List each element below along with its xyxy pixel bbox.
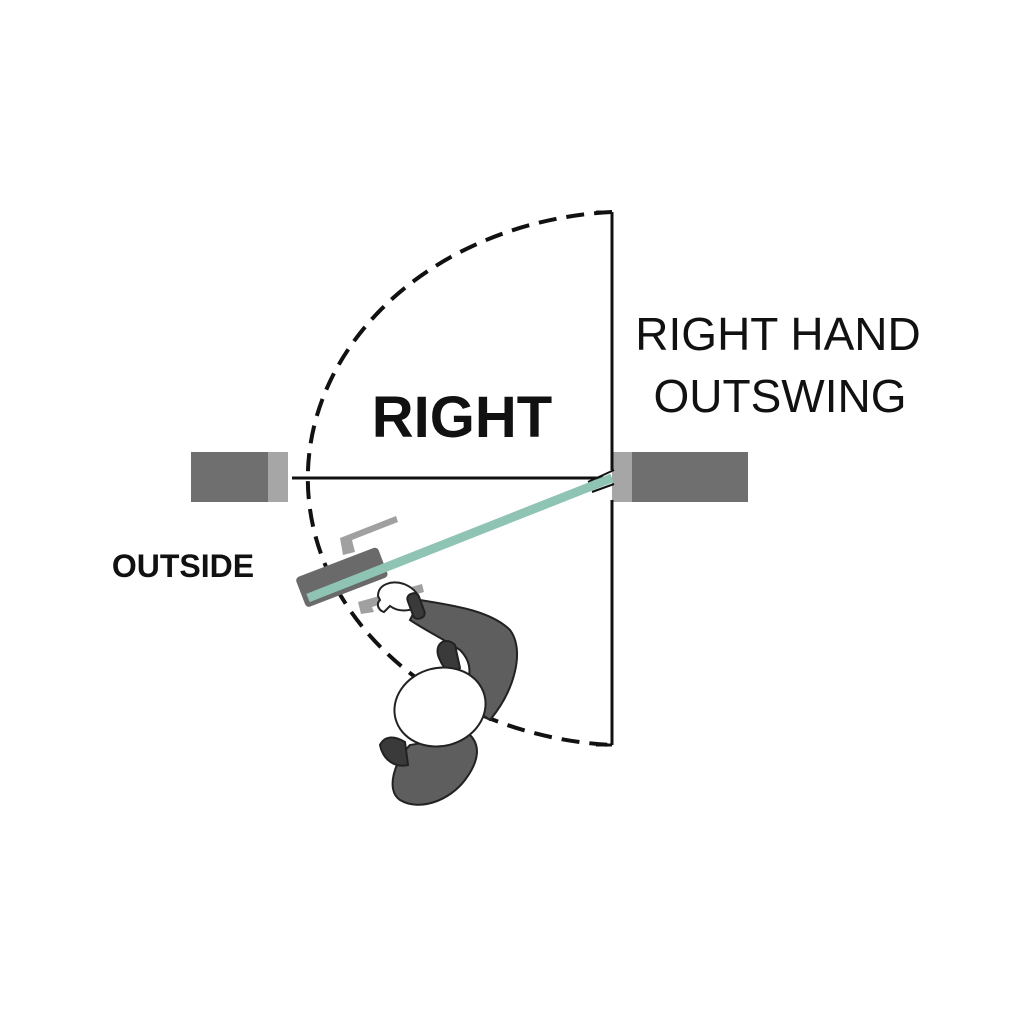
hinge-line-2 — [591, 483, 615, 493]
outer-handle-icon — [340, 516, 398, 555]
person-hand-right — [378, 736, 410, 767]
left-wall — [191, 452, 288, 502]
person-body — [391, 733, 478, 806]
outside-label: OUTSIDE — [112, 548, 254, 584]
title-line-2: OUTSWING — [654, 370, 907, 422]
frame-line — [596, 210, 614, 747]
hinge-lines — [587, 469, 615, 483]
person-head — [393, 666, 487, 748]
door-glass — [306, 473, 614, 603]
title-line-1: RIGHT HAND — [635, 308, 920, 360]
person-figure — [376, 581, 518, 806]
person-wrist — [406, 592, 426, 620]
swing-label: RIGHT — [372, 385, 552, 450]
right-wall — [612, 452, 748, 502]
